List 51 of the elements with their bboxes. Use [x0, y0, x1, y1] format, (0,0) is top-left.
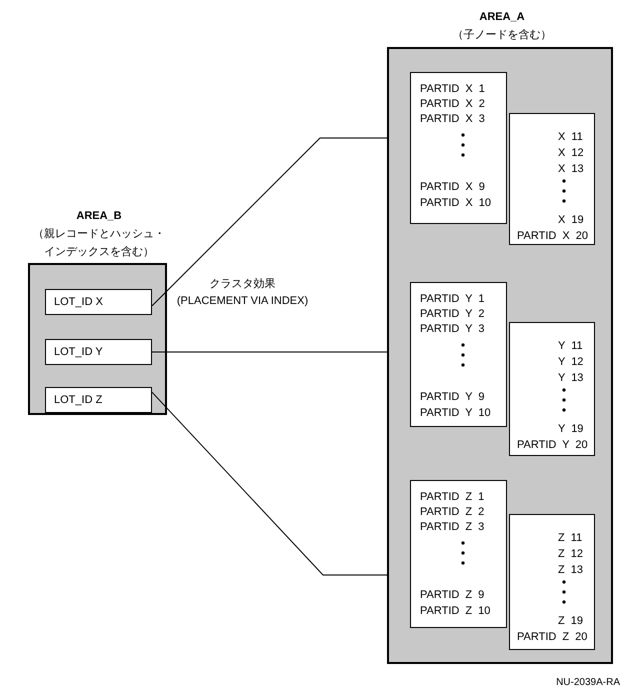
record-entry: PARTID Y 1 — [420, 292, 484, 306]
record-card — [410, 282, 507, 427]
record-box — [45, 289, 152, 315]
record-entry: Z 19 — [558, 614, 584, 628]
record-entry: PARTID X 3 — [420, 112, 485, 126]
connector-line — [152, 138, 388, 306]
area-title: AREA_A — [478, 10, 526, 25]
record-entry: PARTID Z 9 — [420, 588, 484, 602]
record-entry: X 12 — [558, 146, 584, 160]
record-entry: PARTID Y 9 — [420, 390, 484, 404]
record-entry: PARTID X 20 — [517, 229, 588, 243]
record-entry: PARTID X 2 — [420, 97, 485, 111]
record-label: LOT_ID Y — [54, 346, 103, 358]
record-label: LOT_ID X — [54, 296, 103, 308]
record-card — [509, 322, 595, 456]
area-title: AREA_B — [75, 209, 123, 224]
record-card — [410, 480, 507, 628]
record-entry: PARTID Z 20 — [517, 630, 588, 644]
record-entry: Z 13 — [558, 563, 584, 577]
record-entry: PARTID X 9 — [420, 180, 485, 194]
record-card — [410, 72, 507, 224]
record-entry: Z 11 — [558, 531, 582, 545]
record-box — [45, 339, 152, 365]
record-entry: X 13 — [558, 162, 584, 176]
record-entry: PARTID Y 2 — [420, 307, 484, 321]
record-entry: Y 13 — [558, 371, 584, 385]
record-label: LOT_ID Z — [54, 394, 102, 406]
area-note: （子ノードを含む） — [452, 28, 552, 43]
record-entry: PARTID Y 10 — [420, 406, 491, 420]
record-entry: PARTID Z 3 — [420, 520, 484, 534]
record-entry: PARTID Z 10 — [420, 604, 490, 618]
record-box — [45, 387, 152, 413]
record-entry: Y 11 — [558, 339, 583, 353]
record-entry: X 19 — [558, 213, 584, 227]
record-entry: Y 19 — [558, 422, 584, 436]
record-entry: PARTID Y 20 — [517, 438, 588, 452]
connector-line — [152, 392, 388, 576]
record-entry: PARTID X 10 — [420, 196, 492, 210]
record-entry: PARTID Z 2 — [420, 505, 484, 519]
record-entry: Z 12 — [558, 547, 584, 561]
record-entry: X 11 — [558, 130, 583, 144]
record-entry: Y 12 — [558, 355, 584, 369]
record-entry: PARTID X 1 — [420, 82, 485, 96]
annotation-text: (PLACEMENT VIA INDEX) — [176, 295, 310, 307]
record-entry: PARTID Z 1 — [420, 490, 484, 504]
record-card — [509, 514, 595, 650]
figure-id: NU-2039A-RA — [555, 677, 620, 688]
area-note: （親レコードとハッシュ・インデックスを含む） — [32, 227, 166, 260]
record-card — [509, 113, 595, 245]
record-entry: PARTID Y 3 — [420, 322, 484, 336]
annotation-text: クラスタ効果 — [208, 277, 276, 291]
